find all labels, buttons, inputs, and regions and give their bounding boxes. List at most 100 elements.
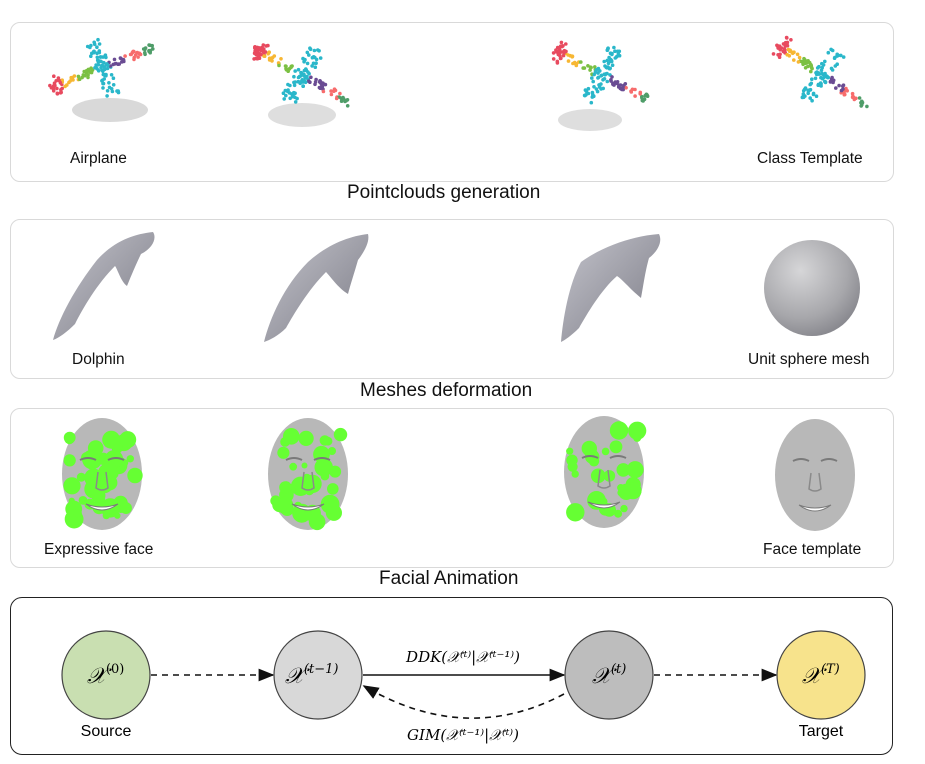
point: [55, 86, 59, 91]
point: [314, 61, 318, 65]
expression-patch: [614, 509, 623, 518]
expression-patch: [279, 481, 292, 494]
point: [784, 35, 789, 40]
expression-patch: [102, 430, 121, 449]
point: [612, 45, 616, 50]
point: [272, 54, 277, 58]
point: [605, 79, 610, 84]
point: [67, 80, 71, 85]
point: [96, 69, 101, 73]
left-eye: [285, 457, 303, 461]
point: [841, 84, 845, 88]
point: [592, 85, 596, 89]
expressive-face-caption: Expressive face: [44, 541, 154, 558]
point: [56, 76, 61, 80]
expression-patch: [626, 461, 644, 479]
point: [583, 93, 587, 98]
expression-patch: [64, 433, 75, 445]
point: [821, 63, 826, 67]
point: [318, 80, 323, 84]
expression-patch: [102, 475, 118, 491]
point: [596, 71, 600, 75]
point: [339, 99, 344, 103]
point: [599, 87, 603, 91]
expression-patch: [566, 503, 585, 522]
expression-patch: [63, 477, 81, 495]
point: [804, 59, 809, 64]
flow-diagram-panel: 𝒳(0) 𝒳(t−1) 𝒳(t) 𝒳(T) Source Target DDK(…: [10, 597, 893, 755]
nose: [95, 471, 109, 491]
point: [52, 83, 57, 87]
point: [321, 89, 326, 94]
face-shape: [775, 419, 855, 531]
point: [131, 49, 135, 54]
point: [795, 52, 800, 57]
point: [589, 100, 594, 105]
expression-patch: [126, 455, 134, 463]
target-caption: Target: [799, 723, 844, 740]
point: [792, 50, 796, 54]
point: [823, 80, 828, 84]
point: [617, 49, 622, 54]
point: [252, 51, 257, 55]
expression-patch: [628, 421, 647, 440]
point: [839, 53, 843, 58]
point: [105, 89, 110, 93]
expression-patch: [119, 431, 137, 449]
point: [845, 89, 849, 93]
point: [570, 54, 575, 59]
point: [814, 71, 818, 75]
point: [820, 65, 824, 70]
point: [100, 63, 104, 68]
point: [292, 74, 296, 79]
class-template-pointcloud: [771, 35, 869, 109]
point: [253, 46, 257, 50]
point: [822, 75, 826, 80]
point: [841, 87, 845, 91]
point: [92, 49, 96, 54]
point: [296, 67, 301, 72]
point: [89, 66, 93, 70]
point: [317, 49, 321, 53]
expression-patch: [289, 462, 298, 471]
point: [603, 64, 607, 68]
point: [297, 80, 301, 84]
point: [308, 80, 312, 84]
point: [96, 37, 100, 42]
point: [304, 68, 309, 72]
expressive-face-0: [62, 418, 143, 530]
faces-panel: [10, 408, 894, 568]
expression-patch: [277, 446, 290, 459]
point: [807, 60, 812, 65]
point: [262, 54, 266, 58]
point: [305, 74, 309, 79]
point: [602, 77, 607, 81]
point: [252, 57, 256, 61]
point: [802, 59, 806, 64]
point: [292, 90, 296, 95]
point: [801, 92, 806, 96]
point: [297, 74, 302, 79]
point: [310, 64, 314, 68]
point: [305, 61, 310, 66]
point: [109, 73, 114, 77]
expressive-face-1: [268, 418, 348, 531]
point: [629, 90, 634, 94]
flow-diagram: 𝒳(0) 𝒳(t−1) 𝒳(t) 𝒳(T) Source Target DDK(…: [61, 630, 866, 744]
point: [801, 62, 805, 67]
expression-patch: [581, 440, 597, 457]
point: [284, 93, 288, 98]
point: [808, 96, 812, 100]
point: [55, 91, 60, 96]
point: [268, 56, 273, 61]
point: [97, 42, 102, 46]
left-eye: [581, 455, 599, 459]
point: [148, 50, 152, 55]
point: [54, 79, 58, 83]
point: [106, 63, 110, 68]
mouth: [587, 501, 621, 509]
point: [104, 55, 108, 60]
class-template-caption: Class Template: [757, 150, 863, 167]
point: [623, 82, 628, 86]
point: [806, 91, 810, 96]
